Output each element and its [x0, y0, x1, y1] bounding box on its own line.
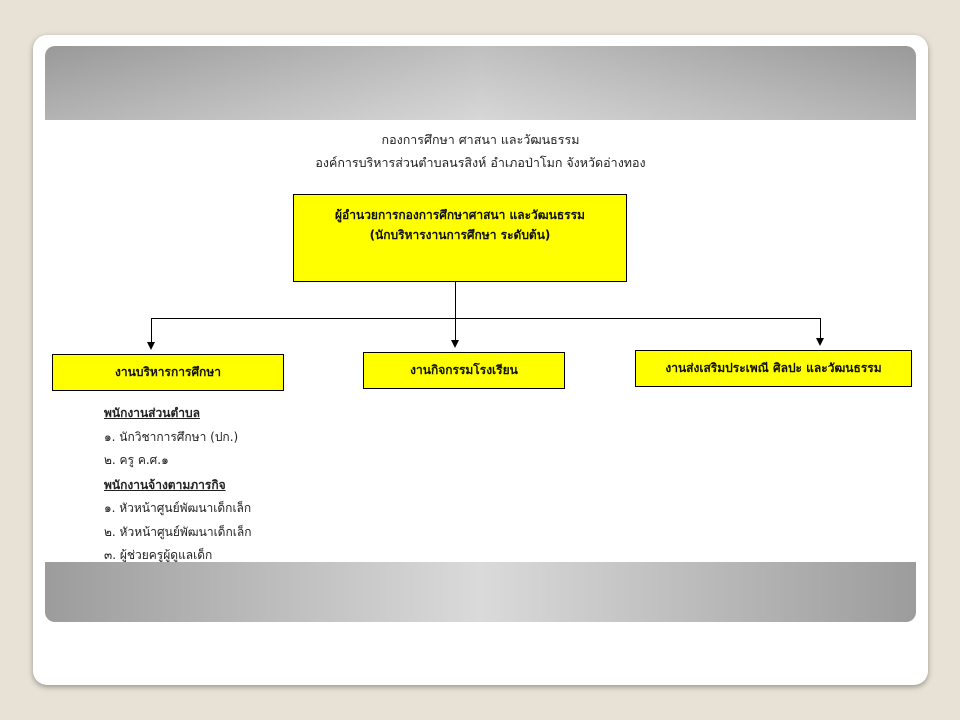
- connector-right: [820, 318, 821, 340]
- connector-horizontal: [151, 318, 821, 319]
- staff-heading-civil: พนักงานส่วนตำบล: [104, 406, 200, 420]
- slide-frame: กองการศึกษา ศาสนา และวัฒนธรรม องค์การบริ…: [45, 46, 916, 622]
- organization-title: องค์การบริหารส่วนตำบลนรสิงห์ อำเภอป่าโมก…: [315, 155, 646, 170]
- director-box: ผู้อำนวยการกองการศึกษาศาสนา และวัฒนธรรม …: [293, 194, 627, 282]
- connector-middle: [455, 318, 456, 342]
- staff-list: พนักงานส่วนตำบล ๑. นักวิชาการศึกษา (ปก.)…: [104, 401, 251, 568]
- arrow-middle: [451, 340, 459, 348]
- school-activities-box: งานกิจกรรมโรงเรียน: [363, 352, 565, 389]
- staff-heading-contract: พนักงานจ้างตามภารกิจ: [104, 477, 226, 492]
- connector-left: [151, 318, 152, 344]
- staff-item: ๓. ผู้ช่วยครูผู้ดูแลเด็ก: [104, 548, 213, 562]
- director-position: (นักบริหารงานการศึกษา ระดับต้น): [369, 228, 551, 242]
- staff-item: ๑. นักวิชาการศึกษา (ปก.): [104, 429, 239, 444]
- department-title: กองการศึกษา ศาสนา และวัฒนธรรม: [381, 132, 580, 147]
- slide: กองการศึกษา ศาสนา และวัฒนธรรม องค์การบริ…: [33, 35, 928, 685]
- connector-vertical-main: [455, 282, 456, 318]
- top-band: [45, 46, 916, 120]
- bottom-band: [45, 562, 916, 622]
- arrow-right: [816, 338, 824, 346]
- culture-promotion-box: งานส่งเสริมประเพณี ศิลปะ และวัฒนธรรม: [635, 350, 912, 387]
- staff-item: ๒. ครู ค.ศ.๑: [104, 453, 169, 467]
- staff-item: ๒. หัวหน้าศูนย์พัฒนาเด็กเล็ก: [104, 524, 252, 539]
- director-title: ผู้อำนวยการกองการศึกษาศาสนา และวัฒนธรรม: [335, 208, 585, 222]
- arrow-left: [147, 342, 155, 350]
- org-chart: กองการศึกษา ศาสนา และวัฒนธรรม องค์การบริ…: [45, 120, 916, 562]
- staff-item: ๑. หัวหน้าศูนย์พัฒนาเด็กเล็ก: [104, 501, 252, 515]
- education-admin-box: งานบริหารการศึกษา: [52, 354, 284, 391]
